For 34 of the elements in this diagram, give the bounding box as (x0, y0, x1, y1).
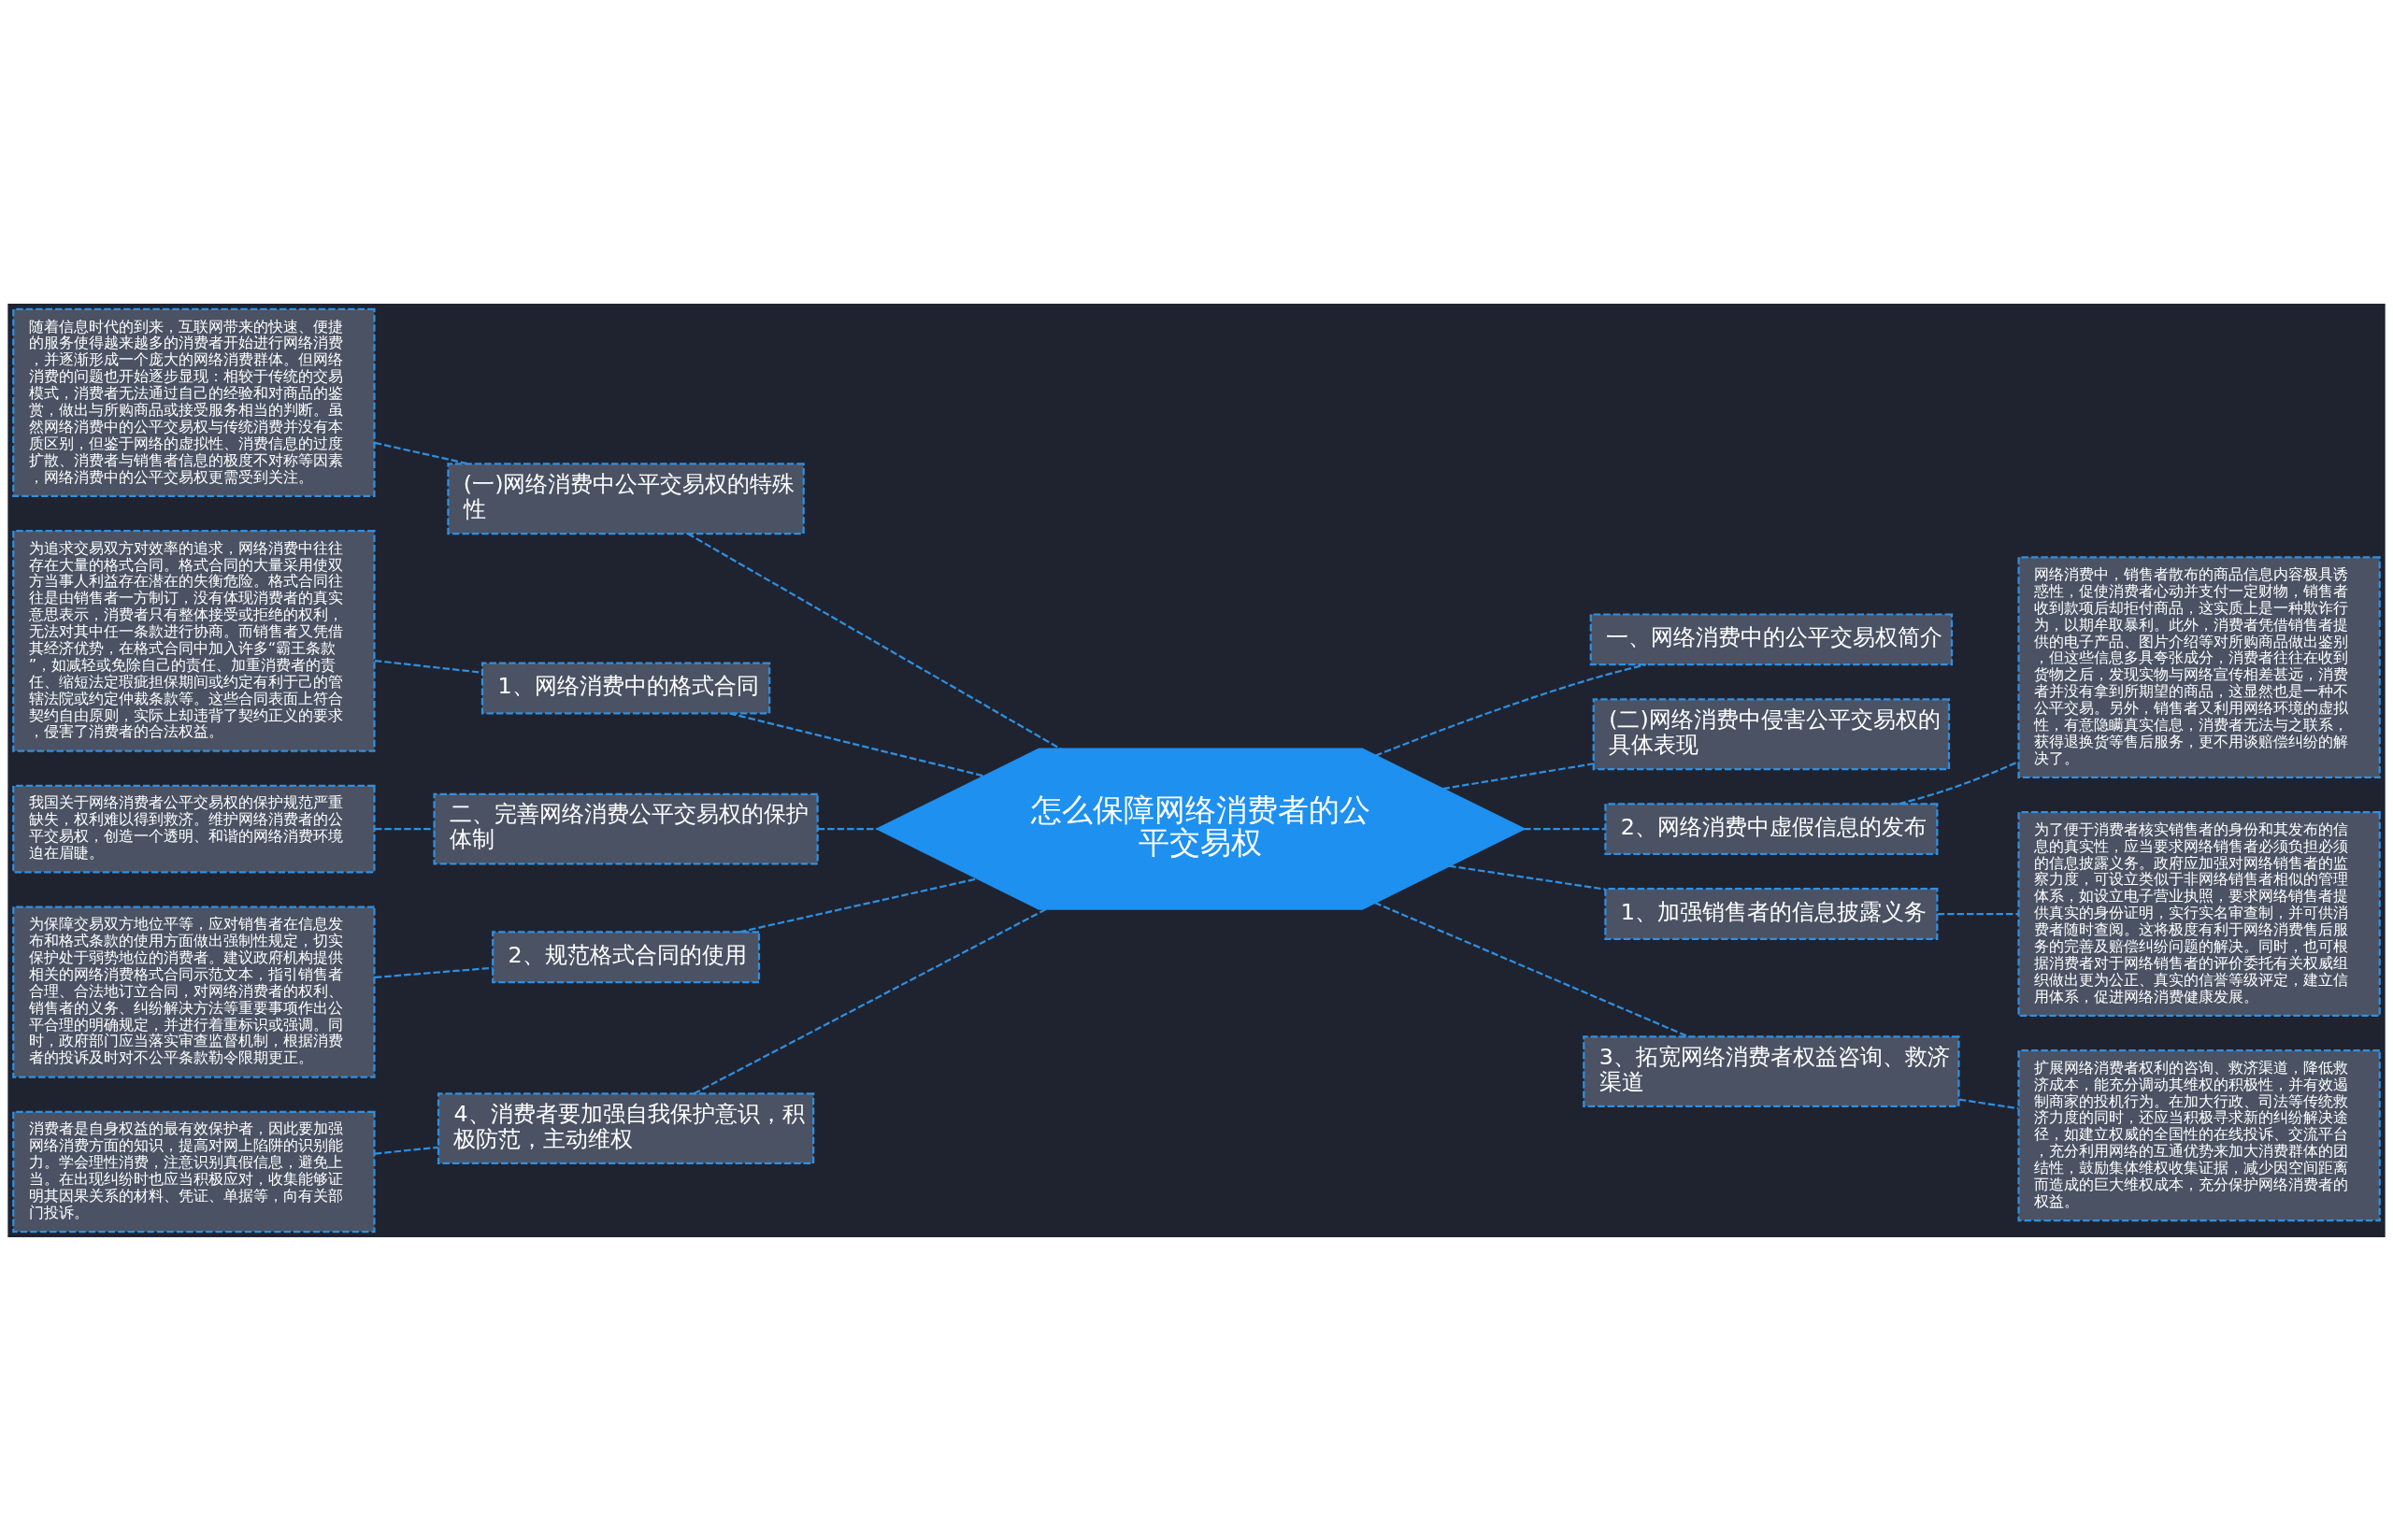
node-box: (二)网络消费中侵害公平交易权的具体表现 (1592, 697, 1951, 770)
node-box: 3、拓宽网络消费者权益咨询、救济渠道 (1583, 1034, 1960, 1107)
connector (374, 966, 494, 978)
node-box: 4、消费者要加强自我保护意识，积极防范，主动维权 (437, 1091, 815, 1164)
connector (693, 907, 1048, 1094)
node-box: 我国关于网络消费者公平交易权的保护规范严重缺失，权利难以得到救济。维护网络消费者的公平交易权，创造一个透明、和谐的网络消费环境迫在眉睫。 (12, 784, 376, 873)
connector (1899, 760, 2019, 805)
node-box: 2、规范格式合同的使用 (492, 930, 761, 983)
node-box: 1、网络消费中的格式合同 (480, 662, 771, 714)
connector (374, 659, 482, 674)
node-box: 2、网络消费中虚假信息的发布 (1604, 802, 1939, 855)
node-box: 消费者是自身权益的最有效保护者，因此要加强网络消费方面的知识，提高对网上陷阱的识别能力。学会理性消费，注意识别真假信息，避免上当。在出现纠纷时也应当积极应对，收集能够证明其因果关系的材料、凭证、单据等，向有关部门投诉。 (12, 1110, 376, 1233)
node-box: 扩展网络消费者权利的咨询、救济渠道，降低救济成本，能充分调动其维权的积极性，并有效遏制商家的投机行为。在加大行政、司法等传统救济力度的同时，还应当积极寻求新的纠纷解决途径，如建立权威的全国性的在线投诉、交流平台，充分利用网络的互通优势来加大消费群体的团结性，鼓励集体维权收集证据，减少因空间距离而造成的巨大维权成本，充分保护网络消费者的权益。 (2017, 1048, 2381, 1221)
connector (374, 1146, 438, 1155)
connector (817, 827, 878, 830)
connector (374, 441, 469, 465)
node-box: 一、网络消费中的公平交易权简介 (1589, 612, 1954, 665)
connector (1375, 663, 1647, 757)
node-box: 1、加强销售者的信息披露义务 (1604, 887, 1939, 940)
connector (1442, 762, 1594, 790)
node-box: 为保障交易双方地位平等，应对销售者在信息发布和格式条款的使用方面做出强制性规定，切实保护处于弱势地位的消费者。建议政府机构提供相关的网络消费格式合同示范文本，指引销售者合理、合法地订立合同，对网络消费者的权利、销售者的义务、纠纷解决方法等重要事项作出公平合理的明确规定，并进行着重标识或强调。同时，政府部门应当落实审查监督机制，根据消费者的投诉及时对不公平条款勒令限期更正。 (12, 905, 376, 1078)
node-box: (一)网络消费中公平交易权的特殊性 (447, 462, 805, 535)
connector (1524, 827, 1606, 830)
connector (1937, 912, 2019, 915)
node-box: 为追求交易双方对效率的追求，网络消费中往往存在大量的格式合同。格式合同的大量采用使双方当事人利益存在潜在的失衡危险。格式合同往往是由销售者一方制订，没有体现消费者的真实意思表示，消费者只有整体接受或拒绝的权利，无法对其中任一条款进行协商。而销售者又凭借其经济优势，在格式合同中加入许多“霸王条款”，如减轻或免除自己的责任、加重消费者的责任、缩短法定瑕疵担保期间或约定有利于己的管辖法院或约定仲裁条款等。这些合同表面上符合契约自由原则，实际上却违背了契约正义的要求，侵害了消费者的合法权益。 (12, 529, 376, 752)
node-box: 为了便于消费者核实销售者的身份和其发布的信息的真实性，应当要求网络销售者必须负担必须的信息披露义务。政府应加强对网络销售者的监察力度，可设立类似于非网络销售者相似的管理体系，如设立电子营业执照，要求网络销售者提供真实的身份证明，实行实名审查制，并可供消费者随时查阅。这将极度有利于网络消费售后服务的完善及赔偿纠纷问题的解决。同时，也可根据消费者对于网络销售者的评价委托有关权威组织做出更为公正、真实的信誉等级评定，建立信用体系，促进网络消费健康发展。 (2017, 810, 2381, 1017)
node-box: 随着信息时代的到来，互联网带来的快速、便捷的服务使得越来越多的消费者开始进行网络消费，并逐渐形成一个庞大的网络消费群体。但网络消费的问题也开始逐步显现：相较于传统的交易模式，消费者无法通过自己的经验和对商品的鉴赏，做出与所购商品或接受服务相当的判断。虽然网络消费中的公平交易权与传统消费并没有本质区别，但鉴于网络的虚拟性、消费信息的过度扩散、消费者与销售者信息的极度不对称等因素，网络消费中的公平交易权更需受到关注。 (12, 307, 376, 497)
connector (1374, 901, 1689, 1037)
node-box: 二、完善网络消费公平交易权的保护体制 (433, 792, 819, 864)
connector (687, 532, 1062, 750)
node-box: 网络消费中，销售者散布的商品信息内容极具诱惑性，促使消费者心动并支付一定财物，销售者收到款项后却拒付商品，这实质上是一种欺诈行为，以期牟取暴利。此外，消费者凭借销售者提供的电子产品、图片介绍等对所购商品做出鉴别，但这些信息多具夸张成分，消费者往往在收到货物之后，发现实物与网络宣传相差甚远，消费者并没有拿到所期望的商品，这显然也是一种不公平交易。另外，销售者又利用网络环境的虚拟性，有意隐瞒真实信息，消费者无法与之联系，获得退换货等售后服务，更不用谈赔偿纠纷的解决了。 (2017, 555, 2381, 778)
connector (1449, 864, 1606, 891)
connector (1958, 1098, 2019, 1109)
connector (729, 711, 985, 777)
